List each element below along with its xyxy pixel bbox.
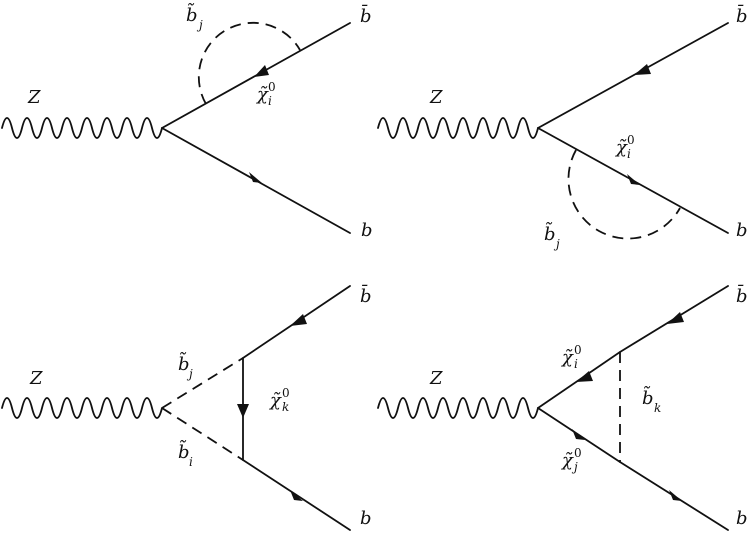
label-sbottom-j-1: b̃ j: [186, 3, 203, 32]
arrow-b-1: [249, 172, 262, 183]
svg-text:i: i: [189, 455, 193, 469]
label-z-3: Z: [29, 368, 43, 389]
svg-text:j: j: [553, 237, 560, 251]
label-b-4: b: [736, 508, 747, 529]
label-bbar-3: b̄: [360, 283, 372, 307]
z-boson-line-3: [1, 397, 163, 419]
b-fermion-line-3: [242, 459, 351, 531]
bbar-fermion-line-2: [537, 22, 729, 129]
arrow-neutralino-j-4: [572, 429, 585, 440]
svg-text:b̃: b̃: [178, 352, 190, 375]
label-b-2: b: [736, 220, 747, 241]
label-b-3: b: [360, 508, 372, 529]
svg-text:χ̃: χ̃: [560, 347, 574, 368]
label-neutralino-k-3: χ̃ 0 k: [268, 386, 290, 414]
diagram-2: Z b̄ b χ̃ 0 i b̃ j: [377, 3, 747, 251]
label-bbar-2: b̄: [736, 3, 747, 27]
label-bbar-4: b̄: [736, 283, 747, 307]
label-neutralino-j-4: χ̃ 0 j: [560, 446, 582, 474]
label-sbottom-i-3: b̃ i: [178, 440, 193, 469]
arrow-bbar-2: [634, 64, 651, 75]
svg-text:b̃: b̃: [186, 3, 198, 26]
svg-text:b̃: b̃: [544, 222, 556, 245]
sbottom-line-j-3: [161, 357, 244, 409]
svg-text:0: 0: [282, 386, 290, 400]
svg-text:i: i: [268, 94, 272, 108]
arrow-neutralino-3: [237, 404, 249, 418]
sbottom-loop-2: [567, 149, 681, 240]
label-neutralino-i-2: χ̃ 0 i: [614, 133, 635, 161]
diagram-1: Z b̄ b b̃ j χ̃ 0 i: [1, 3, 373, 241]
svg-text:b̃: b̃: [178, 440, 190, 463]
arrow-bbar-3: [290, 314, 307, 326]
diagram-3: Z b̄ b b̃ j b̃ i χ̃ 0 k: [1, 283, 372, 531]
z-boson-line-2: [377, 117, 539, 139]
svg-text:j: j: [186, 367, 193, 381]
label-b-1: b: [361, 220, 373, 241]
sbottom-loop-1: [197, 21, 301, 105]
svg-text:χ̃: χ̃: [268, 390, 282, 411]
svg-text:k: k: [654, 401, 661, 415]
arrow-neutralino-i-4: [576, 371, 593, 382]
arrow-b-2: [627, 174, 640, 185]
label-sbottom-j-2: b̃ j: [544, 222, 560, 251]
label-sbottom-k-4: b̃ k: [642, 386, 661, 415]
arrow-b-3: [290, 490, 303, 501]
label-z-2: Z: [429, 87, 443, 108]
svg-text:χ̃: χ̃: [614, 137, 628, 158]
diagram-4: Z b̄ b χ̃ 0 i χ̃ 0 j b̃ k: [377, 283, 747, 531]
z-boson-line-1: [1, 117, 163, 139]
arrow-b-4: [669, 490, 682, 501]
label-bbar-1: b̄: [360, 3, 372, 27]
svg-text:j: j: [196, 18, 203, 32]
label-z-1: Z: [27, 87, 41, 108]
svg-text:j: j: [571, 460, 578, 474]
svg-text:0: 0: [574, 343, 582, 357]
sbottom-line-i-3: [161, 407, 244, 461]
svg-text:0: 0: [268, 80, 276, 94]
svg-text:χ̃: χ̃: [255, 84, 269, 105]
label-neutralino-i-1: χ̃ 0 i: [255, 80, 276, 108]
label-z-4: Z: [429, 368, 443, 389]
svg-text:b̃: b̃: [642, 386, 654, 409]
label-neutralino-i-4: χ̃ 0 i: [560, 343, 582, 371]
arrow-bbar-1: [254, 65, 269, 77]
svg-text:k: k: [282, 400, 289, 414]
arrow-bbar-4: [667, 312, 684, 324]
svg-text:i: i: [627, 147, 631, 161]
z-boson-line-4: [377, 397, 539, 419]
svg-text:0: 0: [627, 133, 635, 147]
svg-text:0: 0: [574, 446, 582, 460]
label-sbottom-j-3: b̃ j: [178, 352, 193, 381]
svg-text:χ̃: χ̃: [560, 450, 574, 471]
svg-text:i: i: [574, 357, 578, 371]
